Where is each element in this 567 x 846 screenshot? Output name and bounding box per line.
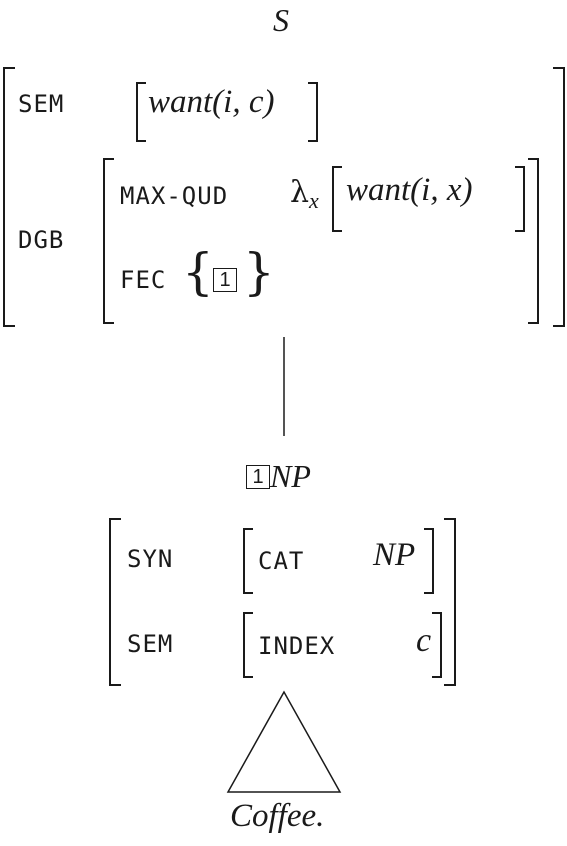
syn-label: SYN [127,545,174,573]
leaf-word: Coffee. [230,798,325,834]
cat-label: CAT [258,547,305,575]
syn-right-bracket [424,528,434,594]
np-category: NP [270,458,311,494]
dgb-left-bracket [103,158,114,324]
maxqud-right-bracket [515,166,525,232]
outer-right-bracket [553,67,565,327]
sem-left-bracket [136,82,146,142]
lambda-char: λ [290,175,310,210]
sem-right-bracket [308,82,318,142]
lambda-symbol: λx [290,175,319,214]
index-label: INDEX [258,632,336,660]
np-tag: 1 [246,465,270,489]
fec-left-brace: { [182,243,214,301]
sem-label: SEM [18,90,65,118]
sem-value: want(i, c) [148,84,275,120]
np-sem-right-bracket [432,612,442,678]
fec-label: FEC [120,266,167,294]
lambda-variable: x [309,188,319,213]
maxqud-label: MAX-QUD [120,182,229,210]
np-sem-label: SEM [127,630,174,658]
maxqud-value: want(i, x) [346,172,473,208]
dgb-label: DGB [18,226,65,254]
outer-left-bracket [3,67,15,327]
index-value: c [416,622,432,659]
syn-left-bracket [243,528,253,594]
cat-value: NP [373,537,416,573]
fec-tag: 1 [213,268,237,292]
maxqud-left-bracket [332,166,342,232]
top-category: S [273,2,289,38]
fec-right-brace: } [243,243,275,301]
dgb-right-bracket [528,158,539,324]
fec-tag-box: 1 [213,268,237,292]
np-left-bracket [109,518,121,686]
np-right-bracket [444,518,456,686]
np-sem-left-bracket [243,612,253,678]
tree-triangle [226,690,342,793]
